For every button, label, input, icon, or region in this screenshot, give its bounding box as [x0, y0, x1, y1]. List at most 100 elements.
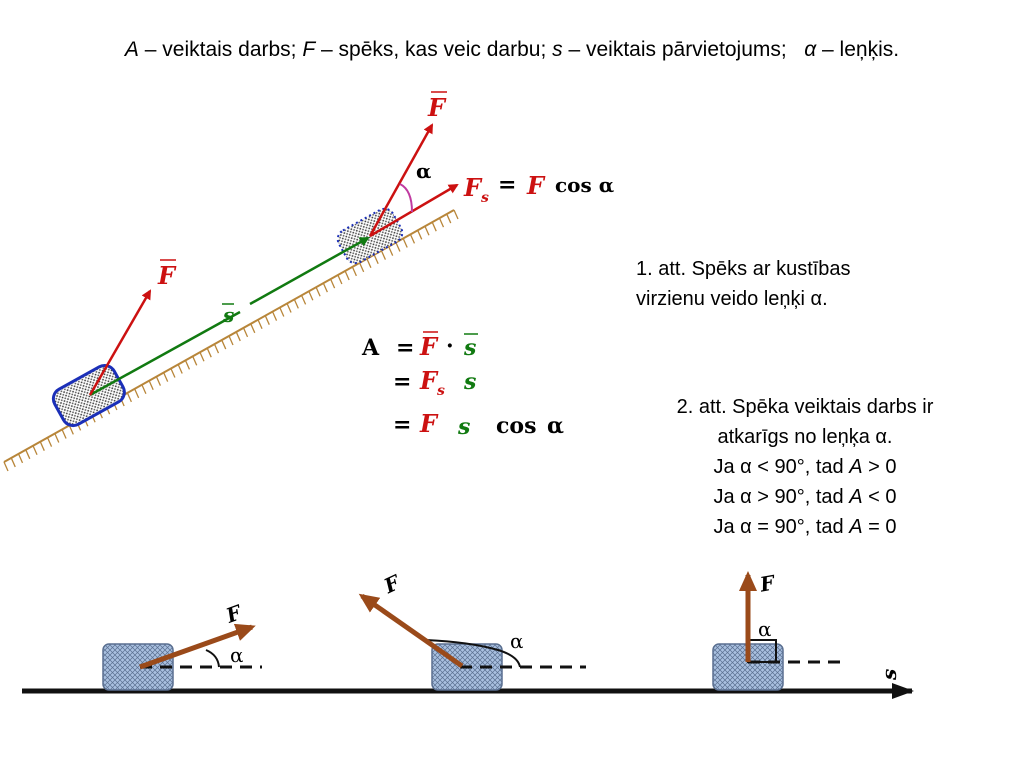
angle-arc — [399, 183, 413, 213]
displacement-vector — [249, 236, 370, 306]
angle-label-case-1: α — [230, 643, 244, 667]
force-label-initial: F — [157, 261, 177, 290]
incline-hatch-mark — [366, 258, 372, 269]
formula-cos: cos — [496, 413, 536, 439]
caption-1-line-1: 1. att. Spēks ar kustības — [636, 258, 851, 280]
incline-hatch-mark — [286, 303, 292, 313]
force-vector-final — [368, 123, 434, 237]
force-label-case-3: F — [757, 570, 778, 597]
work-symbol: A — [124, 38, 139, 61]
axis-s-label: s — [877, 669, 901, 681]
incline-hatch-mark — [126, 392, 132, 403]
force-label-case-2: F — [379, 569, 405, 598]
formula-F-3: F — [419, 409, 439, 438]
legend-text-1: – veiktais darbs; — [138, 38, 303, 61]
incline-hatch-mark — [148, 380, 154, 390]
angle-label-case-2: α — [510, 629, 524, 653]
incline-hatch-mark — [446, 213, 452, 224]
formula-s-2: s — [463, 369, 476, 395]
incline-hatch-mark — [330, 278, 336, 289]
incline-hatch-mark — [388, 246, 394, 256]
incline-hatch-mark — [184, 360, 191, 370]
caption-1-line-2: virzienu veido leņķi α. — [636, 288, 828, 310]
component-equals: = — [498, 172, 516, 198]
incline-hatch-mark — [395, 242, 401, 252]
case-obtuse: α F — [358, 569, 586, 691]
figure-1: s F F α Fs = F cos α — [3, 91, 614, 472]
formula-F-vector: F — [419, 332, 439, 361]
incline-hatch-mark — [373, 254, 379, 264]
incline-hatch-mark — [235, 331, 241, 342]
incline-hatch-mark — [177, 364, 183, 374]
legend-line: A – veiktais darbs; F – spēks, kas veic … — [0, 38, 1024, 62]
incline-hatch-mark — [250, 323, 256, 334]
incline-hatch-mark — [257, 319, 263, 330]
incline-hatch-mark — [300, 295, 307, 305]
component-label: Fs — [463, 173, 489, 206]
formula-eq-1: = — [396, 335, 414, 361]
incline-hatch-mark — [271, 311, 278, 321]
formula-Fs: Fs — [419, 366, 445, 399]
incline-hatch-mark — [46, 437, 53, 447]
work-formula: A = F · s = Fs s = F s cos α — [361, 331, 564, 440]
incline-hatch-mark — [344, 270, 350, 281]
incline-hatch-mark — [293, 299, 299, 309]
caption-2-line-1: 2. att. Spēka veiktais darbs ir — [676, 396, 934, 418]
displacement-symbol: s — [552, 38, 563, 61]
incline-hatch-mark — [351, 266, 357, 277]
formula-eq-2: = — [393, 369, 411, 395]
force-vector-case-1 — [139, 623, 256, 670]
angle-symbol: α — [804, 38, 817, 61]
condition-acute: Ja α < 90°, tad A > 0 — [713, 456, 897, 478]
incline-hatch-mark — [213, 343, 220, 354]
incline-hatch-mark — [402, 238, 408, 248]
incline-hatch-mark — [39, 441, 45, 451]
force-vector-initial — [88, 289, 152, 396]
incline-hatch-mark — [192, 356, 198, 366]
incline-hatch-mark — [279, 307, 285, 317]
incline-hatching — [3, 209, 459, 472]
incline-hatch-mark — [10, 457, 16, 468]
incline-hatch-mark — [431, 221, 437, 232]
incline-hatch-mark — [32, 445, 38, 456]
component-cos-alpha: cos α — [555, 173, 614, 197]
incline-hatch-mark — [315, 286, 321, 297]
incline-hatch-mark — [141, 384, 147, 395]
incline-hatch-mark — [206, 347, 212, 358]
incline-hatch-mark — [264, 315, 270, 325]
force-symbol: F — [302, 38, 316, 61]
displacement-label: s — [222, 303, 234, 327]
incline-hatch-mark — [68, 425, 74, 435]
condition-right: Ja α = 90°, tad A = 0 — [713, 516, 897, 538]
incline-hatch-mark — [54, 433, 60, 443]
incline-hatch-mark — [134, 388, 140, 399]
incline-hatch-mark — [308, 291, 314, 301]
incline-hatch-mark — [163, 372, 169, 382]
incline-hatch-mark — [221, 339, 227, 350]
incline-hatch-mark — [17, 453, 24, 464]
incline-hatch-mark — [380, 250, 387, 260]
legend-text-4: – leņķis. — [816, 38, 900, 61]
force-label-final: F — [427, 93, 447, 122]
caption-figure-2: 2. att. Spēka veiktais darbs ir atkarīgs… — [610, 392, 1000, 542]
incline-hatch-mark — [417, 230, 423, 240]
formula-dot: · — [446, 333, 454, 359]
block-case-1 — [102, 643, 174, 691]
force-label-case-1: F — [222, 600, 246, 628]
legend-text-3: – veiktais pārvietojums; — [562, 38, 805, 61]
caption-figure-1: 1. att. Spēks ar kustības virzienu veido… — [636, 254, 976, 314]
incline-hatch-mark — [337, 274, 343, 285]
incline-hatch-mark — [170, 368, 176, 378]
figure-2: s α F α F α F — [22, 569, 914, 699]
incline-hatch-mark — [424, 225, 430, 236]
incline-hatch-mark — [409, 234, 416, 244]
incline-hatch-mark — [438, 217, 445, 228]
incline-hatch-mark — [3, 461, 9, 472]
case-right: α F — [712, 570, 848, 691]
legend-text-2: – spēks, kas veic darbu; — [315, 38, 553, 61]
incline-hatch-mark — [322, 282, 328, 293]
incline-hatch-mark — [25, 449, 31, 460]
condition-obtuse: Ja α > 90°, tad A < 0 — [713, 486, 897, 508]
angle-label: α — [416, 159, 431, 183]
